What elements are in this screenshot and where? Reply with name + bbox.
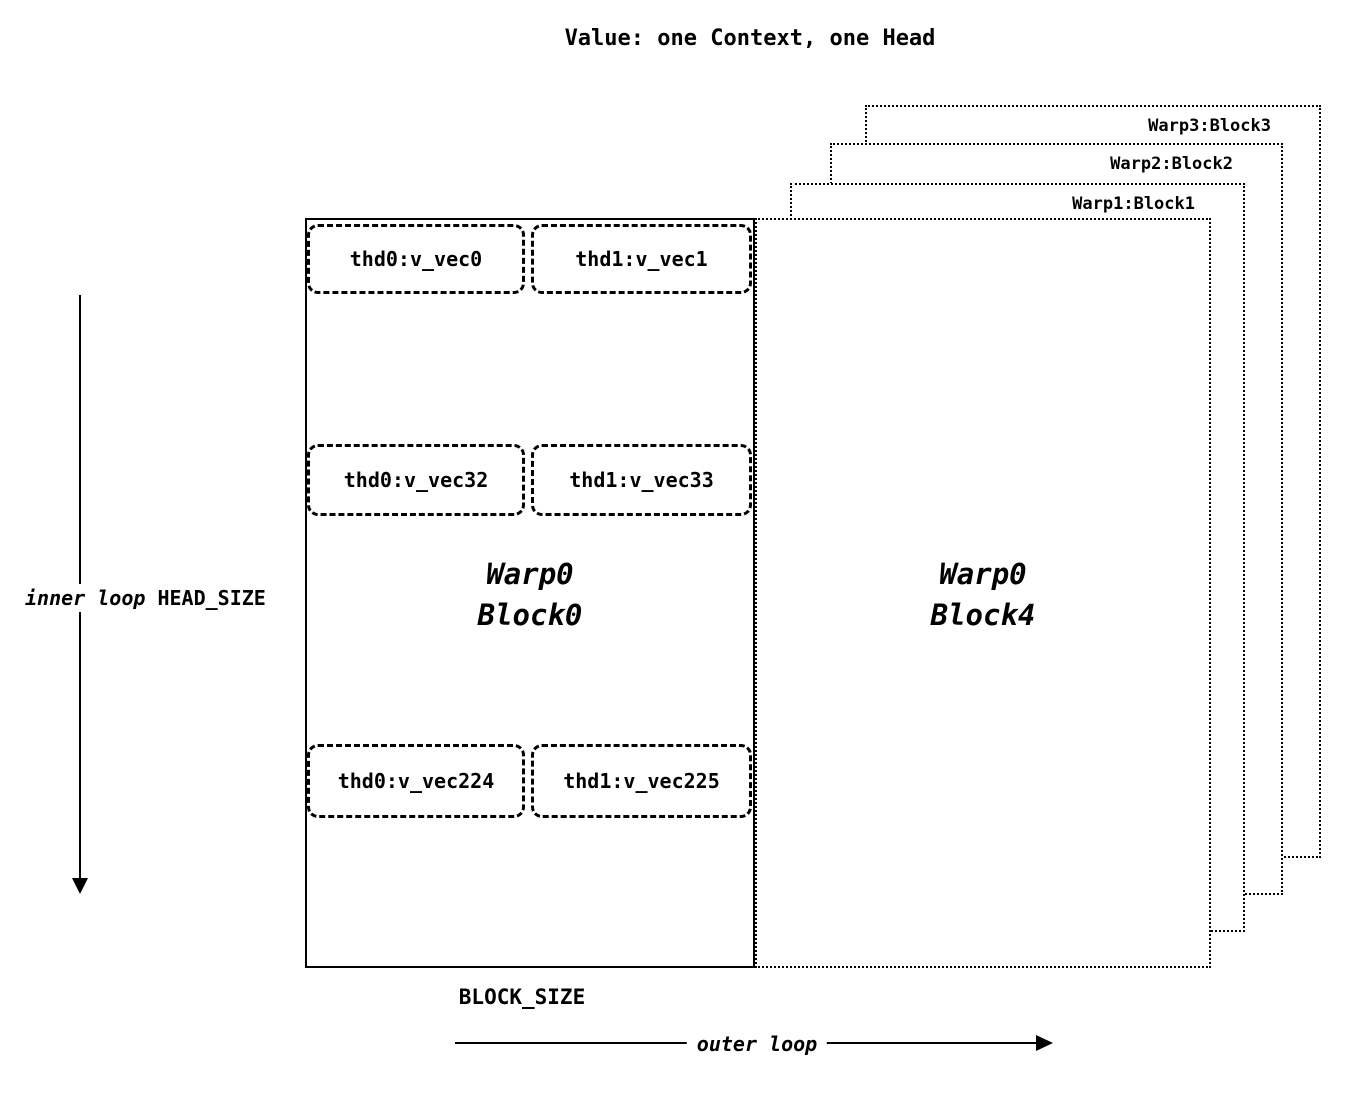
cell-thd1-v_vec1: thd1:v_vec1 [531, 224, 752, 294]
warp1-block1-label: Warp1:Block1 [1072, 194, 1195, 214]
cell-thd0-v_vec0: thd0:v_vec0 [307, 224, 525, 294]
warp0-block4-warp-text: Warp0 [939, 557, 1027, 591]
inner-loop-text: inner loop [25, 586, 146, 610]
block-size-label: BLOCK_SIZE [458, 985, 586, 1009]
warp0-block0-label: Warp0 Block0 [307, 554, 753, 636]
block-warp0-block0: thd0:v_vec0 thd1:v_vec1 thd0:v_vec32 thd… [305, 218, 755, 968]
block-warp0-block4: Warp0 Block4 [755, 218, 1211, 968]
cell-thd0-v_vec224: thd0:v_vec224 [307, 744, 525, 818]
cell-thd1-v_vec33: thd1:v_vec33 [531, 444, 752, 516]
cell-thd0-v_vec32: thd0:v_vec32 [307, 444, 525, 516]
cell-thd1-v_vec225: thd1:v_vec225 [531, 744, 752, 818]
outer-loop-arrow-head-right-icon [1036, 1035, 1053, 1051]
inner-loop-arrow-head-down-icon [72, 878, 88, 894]
outer-loop-axis-label: outer loop [686, 1032, 828, 1056]
warp2-block2-label: Warp2:Block2 [1110, 154, 1233, 174]
inner-loop-axis-label: inner loop HEAD_SIZE [25, 584, 266, 612]
warp0-block0-warp-text: Warp0 [486, 557, 574, 591]
warp0-block4-block-text: Block4 [930, 598, 1036, 632]
diagram-title: Value: one Context, one Head [564, 26, 936, 51]
warp0-block0-block-text: Block0 [477, 598, 583, 632]
head-size-text: HEAD_SIZE [157, 586, 266, 610]
warp0-block4-label: Warp0 Block4 [757, 554, 1209, 636]
warp3-block3-label: Warp3:Block3 [1148, 116, 1271, 136]
